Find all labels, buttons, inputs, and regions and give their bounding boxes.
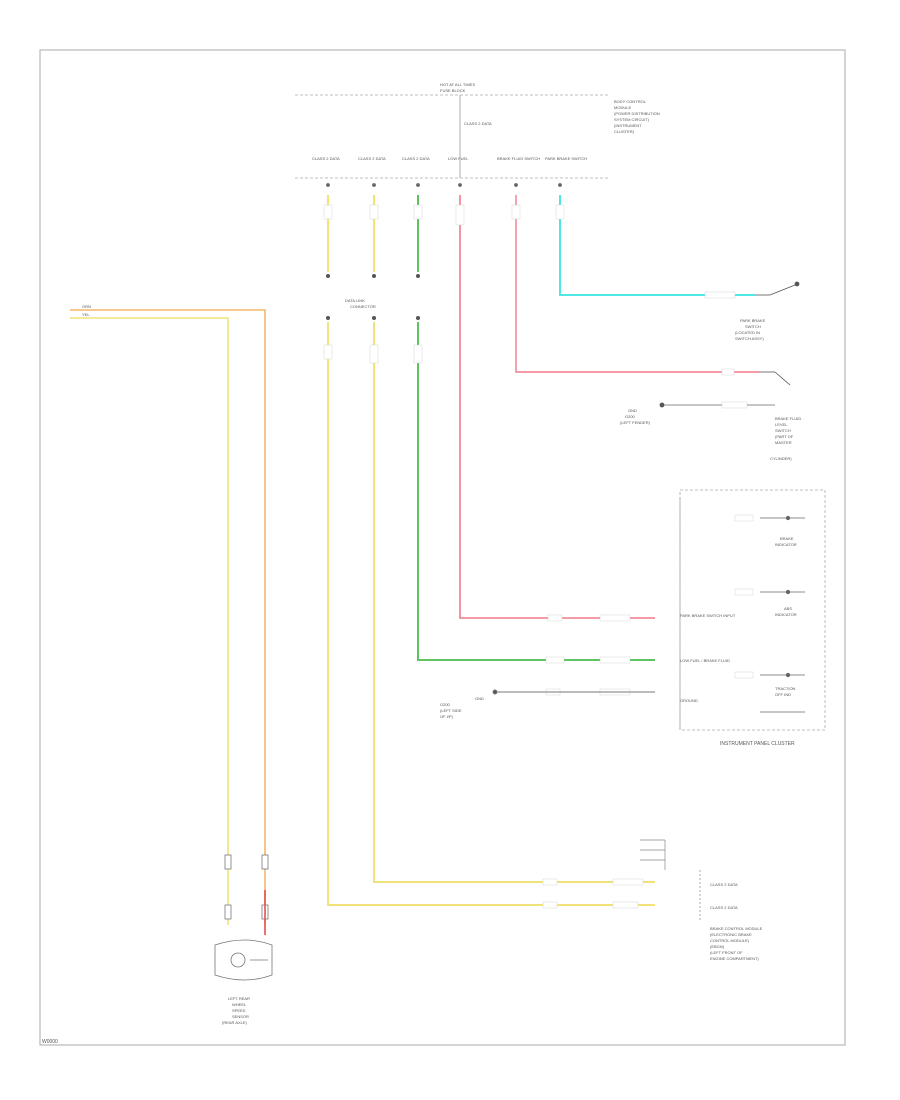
brake-fluid-label-0: BRAKE FLUID: [775, 416, 801, 421]
cluster-gnd-3: OF I/P): [440, 714, 454, 719]
wheel-wire-label-0: YEL: [82, 312, 90, 317]
footer-code: W0000: [42, 1039, 58, 1045]
cluster-indicator-tag-0: [734, 514, 754, 522]
brake-fluid-gnd-wire-tag: [721, 401, 748, 409]
cluster-item-2: ABS: [784, 606, 792, 611]
abs-pin-1: CLASS 2 DATA: [710, 905, 738, 910]
park-brake-switch-symbol: [755, 281, 800, 296]
brake-fluid-switch-symbol: [659, 371, 791, 408]
bcm-note-4: (INSTRUMENT: [614, 123, 642, 128]
bcm-note-3: SYSTEM CIRCUIT): [614, 117, 650, 122]
diagram-frame: [39, 49, 846, 1046]
junction-pins: [326, 274, 420, 320]
bcm-pin-label-2: CLASS 2 DATA: [402, 156, 430, 161]
wire-orange: [70, 309, 266, 925]
junction-label-1: CONNECTOR: [350, 304, 376, 309]
hot-at-all-times-label: HOT AT ALL TIMES: [440, 82, 475, 87]
abs-title-0: BRAKE CONTROL MODULE: [710, 926, 763, 931]
fuse-block-label: FUSE BLOCK: [440, 88, 466, 93]
abs-title-5: ENGINE COMPARTMENT): [710, 956, 759, 961]
abs-wire-tags: [542, 878, 644, 909]
cluster-pin-0: PARK BRAKE SWITCH INPUT: [680, 613, 736, 618]
park-brake-label-1: SWITCH: [745, 324, 761, 329]
abs-pin-0: CLASS 2 DATA: [710, 882, 738, 887]
cluster-indicator-tag-2: [734, 671, 754, 679]
wire-cyan: [559, 195, 755, 296]
bcm-pin-label-1: CLASS 2 DATA: [358, 156, 386, 161]
cluster-pin-1: LOW FUEL / BRAKE FLUID: [680, 658, 730, 663]
cluster-gnd-1: G200: [440, 702, 451, 707]
abs-title-2: CONTROL MODULE): [710, 938, 750, 943]
brake-fluid-gnd-2: (LEFT FENDER): [620, 420, 651, 425]
abs-title-3: (EBCM): [710, 944, 725, 949]
cluster-item-0: BRAKE: [780, 536, 794, 541]
cluster-indicators: [760, 515, 805, 713]
wheel-connector-marks: [224, 854, 269, 920]
cluster-gnd-0: GND: [475, 696, 484, 701]
brake-fluid-label-1: LEVEL: [775, 422, 788, 427]
abs-title-4: (LEFT FRONT OF: [710, 950, 743, 955]
bcm-pin-label-5: PARK BRAKE SWITCH: [545, 156, 587, 161]
wheel-wire-label-1: ORN: [82, 304, 91, 309]
park-brake-label-3: SWITCH ASSY): [735, 336, 764, 341]
cluster-pin-2: GROUND: [680, 698, 698, 703]
bcm-pin-label-4: BRAKE FLUID SWITCH: [497, 156, 540, 161]
bcm-note-1: MODULE: [614, 105, 631, 110]
junction-label-0: DATA LINK: [345, 298, 365, 303]
bcm-pin-label-3: LOW FUEL: [448, 156, 469, 161]
cluster-item-3: INDICATOR: [775, 612, 797, 617]
brake-fluid-label-5: CYLINDER): [770, 456, 792, 461]
cluster-ground-wire: [492, 689, 655, 695]
brake-fluid-label-4: MASTER: [775, 440, 792, 445]
wire-yellow-1: [327, 195, 655, 906]
brake-fluid-wire-tag: [721, 368, 735, 376]
cluster-indicator-tag-1: [734, 588, 754, 596]
bcm-note-0: BODY CONTROL: [614, 99, 647, 104]
wire-yellow-wheel: [70, 317, 229, 925]
wire-pink-2: [515, 195, 760, 373]
brake-fluid-gnd-1: G200: [625, 414, 636, 419]
brake-fluid-label-3: (PART OF: [775, 434, 794, 439]
fuse-wire-label: CLASS 2 DATA: [464, 121, 492, 126]
wheel-sensor-3: SENSOR: [232, 1014, 249, 1019]
park-brake-label-2: (LOCATED IN: [735, 330, 760, 335]
cluster-gnd-2: (LEFT SIDE: [440, 708, 462, 713]
wire-pink-1: [459, 195, 655, 619]
cluster-item-4: TRACTION: [775, 686, 796, 691]
cluster-wire-tags: [545, 614, 631, 696]
bcm-pin-label-0: CLASS 2 DATA: [312, 156, 340, 161]
wire-yellow-2: [373, 195, 655, 883]
wire-green: [417, 195, 655, 661]
wire-tags: [323, 204, 565, 364]
bcm-note-2: (POWER DISTRIBUTION: [614, 111, 660, 116]
wheel-sensor-0: LEFT REAR: [228, 996, 250, 1001]
bcm-pin-marks: [326, 183, 562, 187]
brake-fluid-gnd-0: GND: [628, 408, 637, 413]
wheel-speed-sensor-symbol: [214, 939, 273, 981]
park-brake-label-0: PARK BRAKE: [740, 318, 766, 323]
wheel-sensor-1: WHEEL: [232, 1002, 247, 1007]
abs-title-1: (ELECTRONIC BRAKE: [710, 932, 752, 937]
cluster-item-5: OFF IND: [775, 692, 791, 697]
brake-fluid-label-2: SWITCH: [775, 428, 791, 433]
bcm-note-5: CLUSTER): [614, 129, 635, 134]
wheel-sensor-2: SPEED: [232, 1008, 246, 1013]
park-brake-wire-tag: [704, 291, 736, 299]
cluster-item-1: INDICATOR: [775, 542, 797, 547]
cluster-box: [679, 489, 826, 731]
abs-module-connector: [640, 839, 701, 920]
cluster-title: INSTRUMENT PANEL CLUSTER: [720, 741, 795, 747]
wheel-sensor-4: (REAR AXLE): [222, 1020, 248, 1025]
